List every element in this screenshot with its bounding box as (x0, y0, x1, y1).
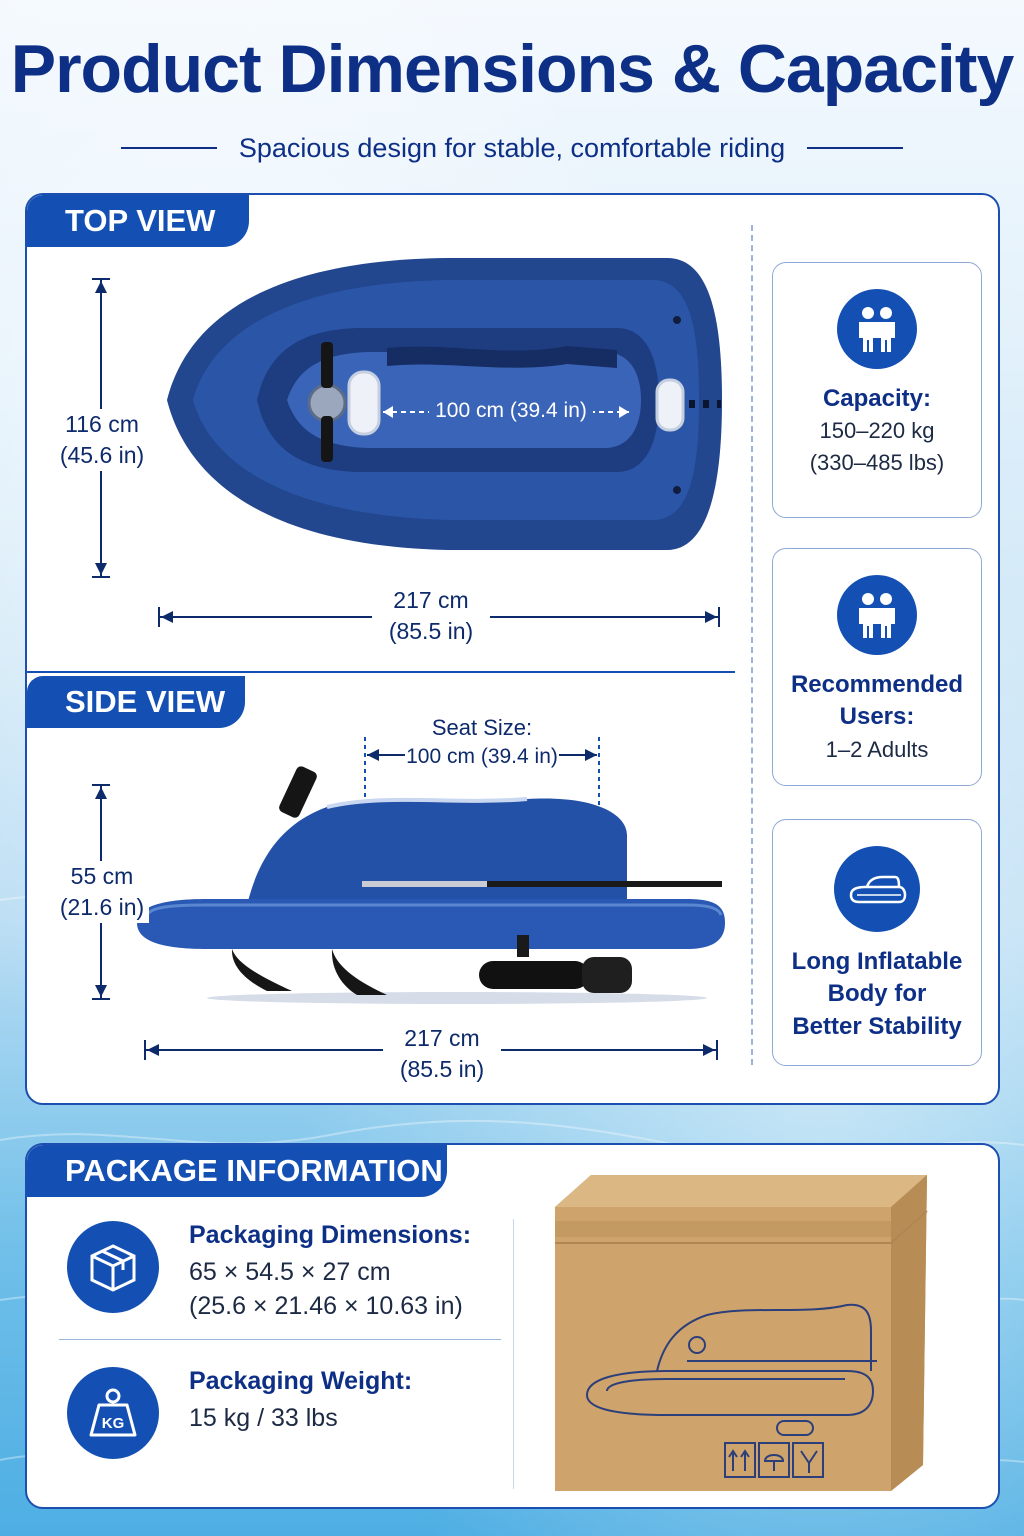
packaging-dimensions-cm: 65 × 54.5 × 27 cm (189, 1258, 391, 1286)
package-row-divider (59, 1339, 501, 1340)
weight-icon: KG (67, 1367, 159, 1459)
top-width-in: (45.6 in) (59, 442, 145, 469)
recommended-users-card: Recommended Users: 1–2 Adults (772, 548, 982, 786)
recommended-users-value: 1–2 Adults (825, 736, 929, 762)
capacity-kg: 150–220 kg (819, 418, 935, 444)
top-length-label: 217 cm (85.5 in) (372, 585, 490, 648)
side-height-in: (21.6 in) (59, 894, 145, 921)
package-info-tab: PACKAGE INFORMATION (27, 1145, 447, 1197)
side-view-boat-illustration (137, 766, 725, 1004)
section-divider (27, 671, 735, 673)
top-length-cm: 217 cm (393, 587, 469, 613)
weight-icon-text: KG (102, 1415, 125, 1432)
side-length-in: (85.5 in) (399, 1056, 485, 1083)
stability-title-line1: Long Inflatable (791, 948, 963, 975)
top-seat-length-label: 100 cm (39.4 in) (429, 397, 593, 426)
side-length-cm: 217 cm (404, 1025, 480, 1051)
packaging-dimensions-in: (25.6 × 21.46 × 10.63 in) (189, 1291, 463, 1320)
package-card: PACKAGE INFORMATION Packaging Dimensions… (25, 1143, 1000, 1509)
capacity-card: Capacity: 150–220 kg (330–485 lbs) (772, 262, 982, 518)
vertical-divider (751, 225, 753, 1065)
packaging-dimensions-title: Packaging Dimensions: (189, 1221, 472, 1249)
packaging-dimensions-row: Packaging Dimensions: 65 × 54.5 × 27 cm … (67, 1221, 471, 1324)
subtitle-row: Spacious design for stable, comfortable … (0, 128, 1024, 168)
top-seat-arrow (383, 406, 629, 418)
inflatable-boat-icon (834, 846, 920, 932)
side-view-tab: SIDE VIEW (27, 676, 245, 728)
page-title: Product Dimensions & Capacity (10, 31, 1015, 107)
top-length-in: (85.5 in) (388, 618, 474, 645)
stability-card: Long Inflatable Body for Better Stabilit… (772, 819, 982, 1066)
packaging-weight-title: Packaging Weight: (189, 1367, 413, 1395)
dimensions-card: TOP VIEW 100 cm (39.4 in) 116 cm (45.6 (25, 193, 1000, 1105)
capacity-lbs: (330–485 lbs) (809, 450, 945, 476)
two-people-icon (837, 575, 917, 655)
box-icon (67, 1221, 159, 1313)
recommended-users-title-line1: Recommended (790, 671, 964, 698)
page-subtitle: Spacious design for stable, comfortable … (238, 132, 786, 163)
packaging-weight-text: Packaging Weight: 15 kg / 33 lbs (189, 1367, 412, 1436)
side-height-label: 55 cm (21.6 in) (55, 861, 149, 924)
recommended-users-title-line2: Users: (839, 703, 915, 731)
stability-title-line3: Better Stability (792, 1012, 962, 1040)
stability-title: Long Inflatable Body for Better Stabilit… (773, 946, 981, 1043)
capacity-title: Capacity: (822, 385, 932, 412)
side-seat-value: 100 cm (39.4 in) (405, 743, 559, 772)
packaging-dimensions-text: Packaging Dimensions: 65 × 54.5 × 27 cm … (189, 1221, 471, 1324)
packaging-weight-value: 15 kg / 33 lbs (189, 1404, 338, 1432)
recommended-users-title: Recommended Users: (773, 669, 981, 734)
handling-symbols (724, 1442, 824, 1478)
stability-title-line2: Body for (827, 980, 927, 1008)
side-seat-title: Seat Size: (365, 713, 599, 743)
side-height-cm: 55 cm (70, 863, 134, 889)
two-people-icon (837, 289, 917, 369)
top-width-label: 116 cm (45.6 in) (55, 409, 149, 472)
top-width-cm: 116 cm (65, 411, 139, 437)
packaging-weight-row: KG Packaging Weight: 15 kg / 33 lbs (67, 1367, 412, 1459)
subtitle-rule-left (120, 147, 217, 149)
subtitle-rule-right (807, 147, 904, 149)
side-length-label: 217 cm (85.5 in) (383, 1023, 501, 1086)
shipping-box-illustration (555, 1175, 928, 1491)
top-view-tab: TOP VIEW (27, 195, 249, 247)
package-vertical-divider (513, 1219, 514, 1489)
